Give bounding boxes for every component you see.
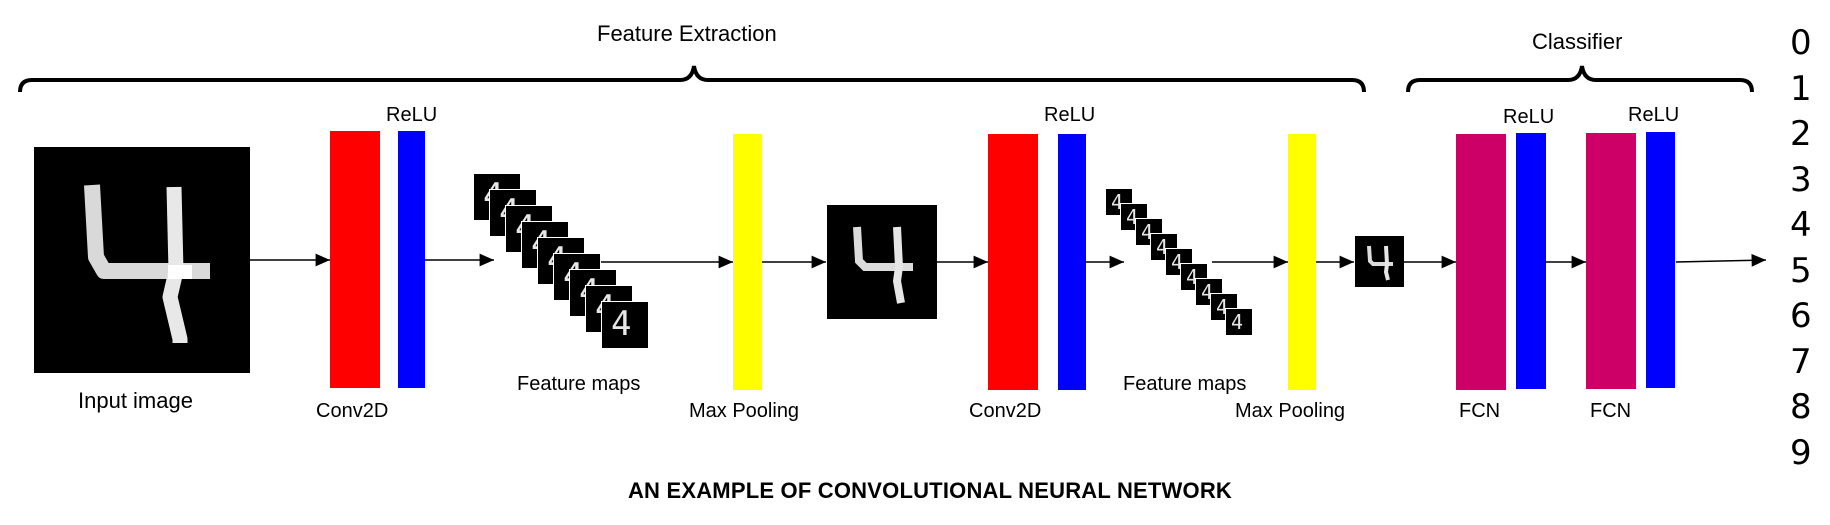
input-image — [34, 147, 250, 373]
feature-extraction-label: Feature Extraction — [597, 21, 777, 46]
feature-extraction-brace — [18, 65, 1366, 93]
small-pooled-image — [1355, 236, 1404, 287]
relu-label-3: ReLU — [1503, 106, 1555, 128]
output-class-6: 6 — [1790, 296, 1812, 336]
digit-four-medium-icon — [853, 226, 913, 304]
relu-label-2: ReLU — [1044, 104, 1096, 126]
output-class-2: 2 — [1790, 114, 1812, 154]
pooled-image — [827, 205, 937, 319]
relu-layer-3 — [1516, 133, 1546, 389]
max-pooling-layer-2 — [1288, 134, 1316, 390]
output-class-4: 4 — [1790, 205, 1812, 245]
output-class-1: 1 — [1790, 68, 1812, 109]
feature-map-tile: 4 — [601, 301, 649, 349]
output-class-7: 7 — [1790, 341, 1812, 382]
output-class-9: 9 — [1790, 432, 1812, 473]
feature-map-tile: 4 — [1225, 308, 1253, 336]
relu-layer-4 — [1646, 132, 1675, 388]
fcn-layer-1 — [1456, 134, 1506, 390]
diagram-title: AN EXAMPLE OF CONVOLUTIONAL NEURAL NETWO… — [627, 478, 1233, 503]
output-class-3: 3 — [1790, 159, 1812, 200]
relu-label-1: ReLU — [386, 104, 438, 126]
max-pooling-layer-1 — [733, 134, 762, 390]
fcn-layer-2 — [1586, 133, 1636, 389]
feature-map-tile: 4 — [1165, 248, 1193, 276]
max-pooling-label-1: Max Pooling — [689, 400, 800, 422]
feature-map-tile: 4 — [1120, 203, 1148, 231]
relu-label-4: ReLU — [1628, 104, 1680, 126]
output-class-5: 5 — [1790, 250, 1812, 291]
output-class-8: 8 — [1790, 387, 1812, 427]
conv2d-layer-1 — [330, 131, 380, 388]
fcn-label-2: FCN — [1590, 400, 1632, 422]
output-class-0: 0 — [1790, 23, 1812, 63]
classifier-label: Classifier — [1532, 29, 1623, 54]
conv2d-label-1: Conv2D — [316, 400, 389, 422]
arrow-relu4-to-output — [1675, 253, 1767, 267]
relu-layer-1 — [398, 131, 425, 388]
feature-maps-label-2: Feature maps — [1123, 373, 1247, 395]
digit-four-small-icon — [1367, 245, 1393, 281]
relu-layer-2 — [1058, 134, 1086, 390]
max-pooling-label-2: Max Pooling — [1235, 400, 1346, 422]
classifier-brace — [1406, 65, 1754, 93]
conv2d-label-2: Conv2D — [969, 400, 1042, 422]
digit-four-large-icon — [84, 184, 210, 347]
conv2d-layer-2 — [988, 134, 1038, 390]
feature-maps-label-1: Feature maps — [517, 373, 641, 395]
input-image-label: Input image — [78, 388, 193, 413]
fcn-label-1: FCN — [1459, 400, 1501, 422]
